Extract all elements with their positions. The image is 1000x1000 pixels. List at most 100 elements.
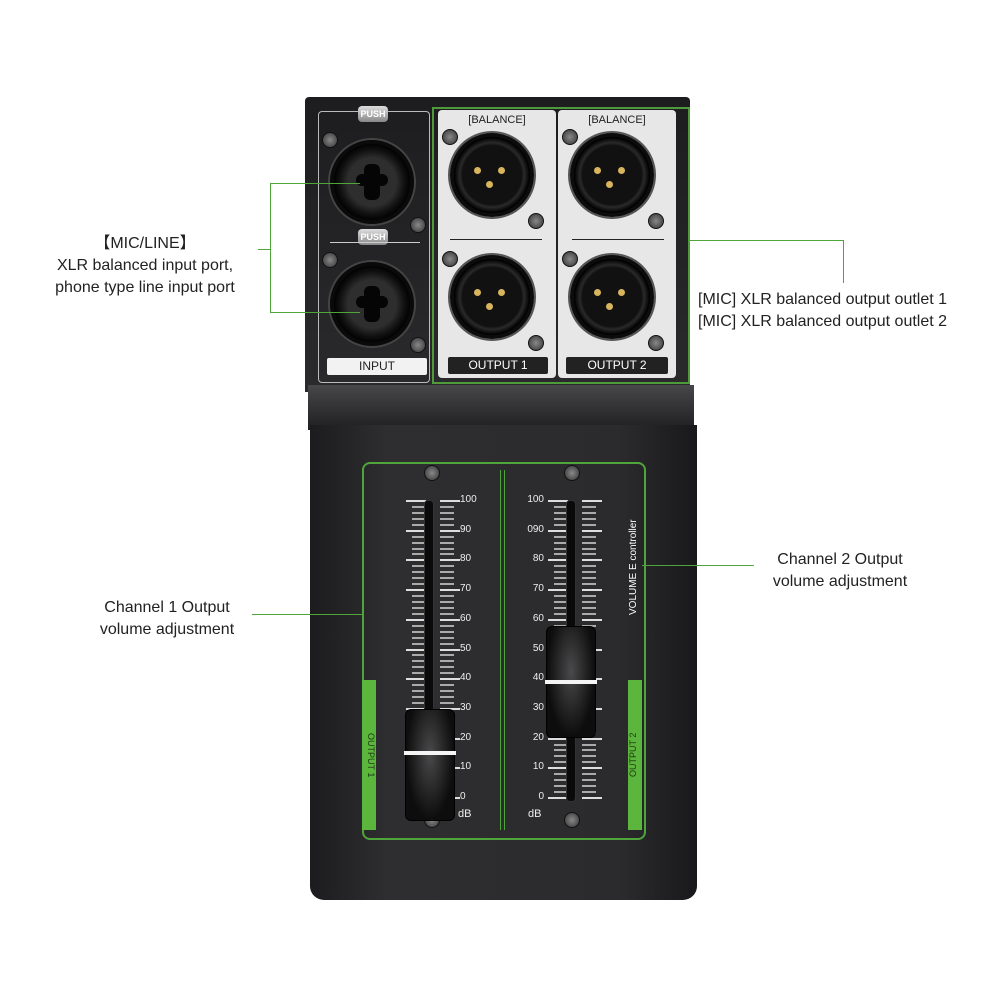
xlr-output-jack[interactable]	[450, 255, 534, 339]
scale-tick	[554, 595, 568, 598]
screw-icon	[442, 251, 458, 267]
xlr-output-jack[interactable]	[450, 133, 534, 217]
scale-tick	[554, 791, 568, 794]
scale-tick	[412, 577, 426, 580]
scale-tick	[440, 500, 460, 502]
scale-tick	[548, 589, 568, 592]
scale-label: 10	[460, 761, 472, 773]
volume-controller-label: VOLUME E controller	[628, 519, 639, 616]
scale-tick	[440, 547, 454, 550]
output-1-side-tab: OUTPUT 1	[362, 680, 376, 830]
pin-icon	[618, 289, 625, 296]
scale-tick	[440, 701, 454, 704]
scale-label: 0	[460, 791, 466, 802]
leader-line	[252, 614, 362, 615]
scale-tick	[406, 589, 426, 592]
input-annotation: 【MIC/LINE】 XLR balanced input port, phon…	[20, 233, 270, 299]
screw-icon	[410, 337, 426, 353]
scale-tick	[582, 767, 602, 770]
leader-line	[270, 312, 360, 313]
scale-tick	[554, 583, 568, 586]
leader-line	[642, 565, 754, 566]
scale-tick	[554, 755, 568, 758]
fader-1-knob[interactable]	[404, 709, 456, 822]
leader-line	[688, 240, 843, 241]
scale-tick	[582, 559, 602, 562]
scale-tick	[582, 624, 596, 627]
scale-tick	[554, 505, 568, 508]
scale-tick	[412, 642, 426, 645]
pin-icon	[498, 289, 505, 296]
fader-panel	[362, 462, 646, 840]
leader-line	[270, 183, 360, 184]
scale-tick	[582, 612, 596, 615]
scale-tick	[554, 779, 568, 782]
screw-icon	[322, 252, 338, 268]
scale-tick	[440, 571, 454, 574]
scale-tick	[548, 797, 568, 799]
scale-tick	[440, 612, 454, 615]
scale-tick	[440, 618, 460, 621]
scale-tick	[440, 678, 460, 681]
scale-tick	[582, 743, 596, 746]
scale-tick	[440, 595, 454, 598]
xlr-output-jack[interactable]	[570, 133, 654, 217]
scale-tick	[440, 654, 454, 657]
scale-tick	[406, 648, 426, 651]
channel-1-annotation-line1: Channel 1 Output	[104, 599, 230, 616]
scale-tick	[440, 630, 454, 633]
scale-tick	[412, 523, 426, 526]
xlr-output-jack[interactable]	[570, 255, 654, 339]
scale-label: 50	[532, 642, 544, 654]
scale-label: 30	[460, 701, 472, 713]
scale-tick	[554, 785, 568, 788]
scale-tick	[440, 529, 460, 532]
combo-jack-2[interactable]	[330, 262, 414, 346]
scale-tick	[582, 500, 602, 502]
scale-tick	[440, 511, 454, 514]
screw-icon	[410, 217, 426, 233]
output-annotation-line1: [MIC] XLR balanced output outlet 1	[698, 291, 948, 308]
push-latch-1[interactable]: PUSH	[358, 106, 388, 122]
scale-tick	[406, 559, 426, 562]
pin-icon	[486, 303, 493, 310]
scale-tick	[554, 743, 568, 746]
combo-jack-1[interactable]	[330, 140, 414, 224]
scale-tick	[554, 535, 568, 538]
scale-tick	[440, 660, 454, 663]
scale-tick	[440, 696, 454, 699]
scale-tick	[582, 749, 596, 752]
scale-tick	[548, 767, 568, 770]
scale-tick	[440, 565, 454, 568]
scale-tick	[582, 755, 596, 758]
scale-tick	[554, 565, 568, 568]
scale-tick	[412, 535, 426, 538]
channel-1-annotation: Channel 1 Output volume adjustment	[67, 597, 267, 641]
fader-2-knob[interactable]	[545, 626, 597, 739]
scale-tick	[582, 779, 596, 782]
scale-tick	[406, 529, 426, 532]
scale-tick	[582, 541, 596, 544]
leader-line	[270, 183, 271, 313]
scale-tick	[582, 523, 596, 526]
scale-tick	[548, 737, 568, 740]
scale-tick	[554, 600, 568, 603]
screw-icon	[564, 465, 580, 481]
pin-icon	[594, 289, 601, 296]
scale-tick	[440, 666, 454, 669]
push-latch-2[interactable]: PUSH	[358, 229, 388, 245]
scale-tick	[582, 595, 596, 598]
scale-tick	[582, 773, 596, 776]
scale-tick	[440, 541, 454, 544]
scale-tick	[440, 648, 460, 651]
scale-label: 40	[532, 672, 544, 684]
scale-tick	[406, 678, 426, 681]
scale-tick	[554, 523, 568, 526]
scale-tick	[412, 517, 426, 520]
scale-tick	[412, 606, 426, 609]
output-2-side-tab: OUTPUT 2	[628, 680, 642, 830]
screw-icon	[424, 465, 440, 481]
screw-icon	[648, 335, 664, 351]
scale-tick	[554, 541, 568, 544]
scale-tick	[412, 660, 426, 663]
